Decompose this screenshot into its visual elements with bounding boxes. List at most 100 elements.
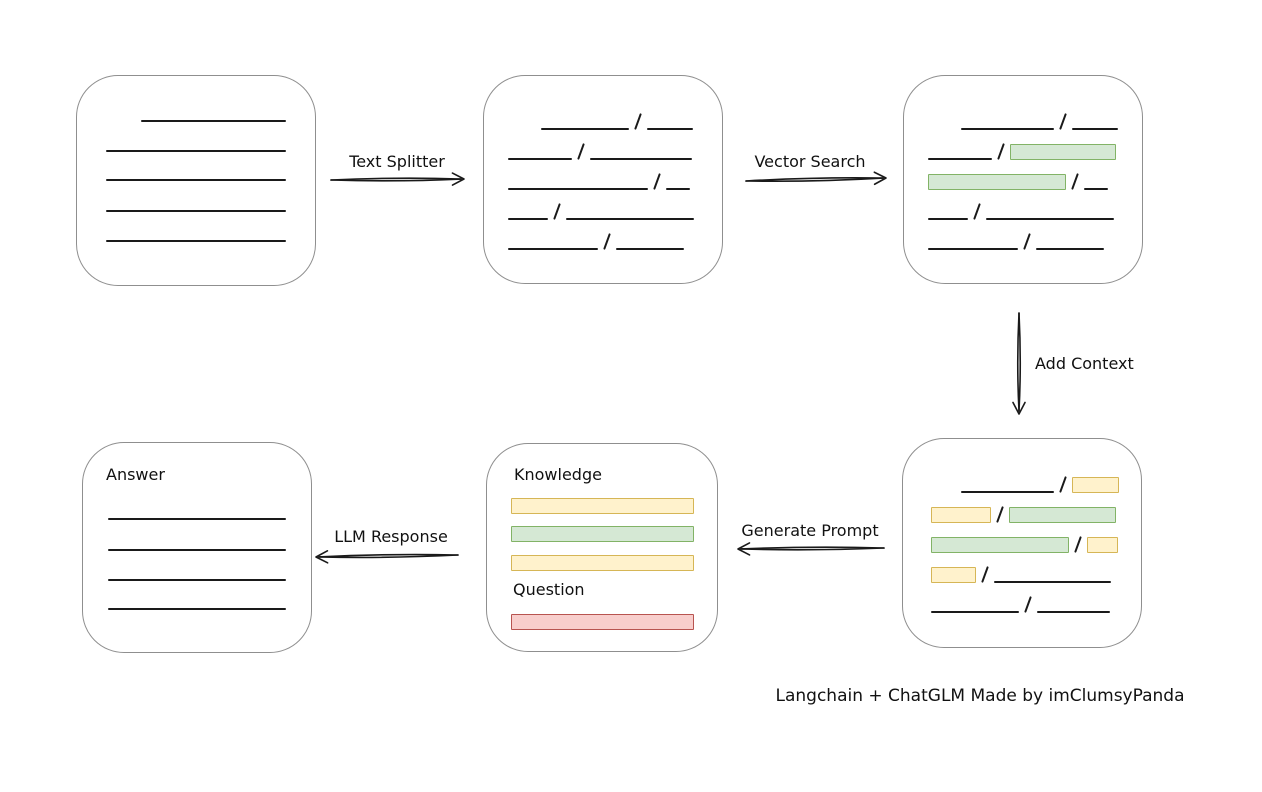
node-text-chunks [483,75,723,284]
chunk-row [928,190,1118,220]
slash-separator [1059,113,1067,130]
arrow-shaft [330,177,462,181]
chunk-line [928,248,1018,250]
chunk-highlight-yellow [931,507,991,523]
chunk-line [1036,248,1104,250]
chunk-row [931,553,1113,583]
text-line [108,608,286,610]
text-line [141,120,286,122]
arrow-add-context: Add Context [1012,312,1134,415]
yellow-bar [511,498,694,514]
answer-label: Answer [106,465,165,484]
chunk-highlight-yellow [1072,477,1119,493]
chunk-row [928,220,1118,250]
slash-separator [996,506,1004,523]
arrow-generate-prompt: Generate Prompt [737,521,885,556]
chunk-row [928,130,1118,160]
arrow-vector-search: Vector Search [745,152,887,186]
chunk-highlight-green [1010,144,1116,160]
text-line [108,549,286,551]
chunk-row [931,463,1119,493]
slash-separator [1071,173,1079,190]
chunk-line [541,128,629,130]
node-answer: Answer [82,442,312,653]
arrowhead-icon [737,542,751,556]
arrow-label-add-context: Add Context [1035,354,1134,373]
chunk-line [994,581,1111,583]
arrowhead-icon [1012,401,1026,415]
arrowhead-icon [315,550,329,564]
text-line [106,210,286,212]
chunk-line [1037,611,1110,613]
slash-separator [997,143,1005,160]
chunk-line [928,218,968,220]
slash-separator [577,143,585,160]
question-label: Question [513,580,585,599]
chunk-line [616,248,684,250]
chunk-row [508,220,698,250]
text-chunks-rows [484,76,722,250]
chunk-line [1072,128,1118,130]
slash-separator [973,203,981,220]
chunk-row [508,130,698,160]
chunk-line [566,218,694,220]
chunk-line [961,491,1054,493]
node-context-chunks [902,438,1142,648]
chunk-highlight-yellow [1087,537,1118,553]
chunk-line [928,158,992,160]
arrow-text-splitter: Text Splitter [330,152,465,186]
chunk-line [986,218,1114,220]
chunk-row [508,100,698,130]
chunk-highlight-yellow [931,567,976,583]
arrow-shaft [330,178,462,182]
slash-separator [603,233,611,250]
arrow-shaft [1016,312,1020,412]
slash-separator [653,173,661,190]
slash-separator [981,566,989,583]
node-matched-chunks [903,75,1143,284]
text-line [106,240,286,242]
caption: Langchain + ChatGLM Made by imClumsyPand… [775,686,1185,706]
text-line [108,579,286,581]
chunk-line [931,611,1019,613]
chunk-row [931,583,1113,613]
chunk-row [508,190,698,220]
chunk-line [590,158,692,160]
chunk-line [647,128,693,130]
chunk-highlight-green [1009,507,1116,523]
chunk-line [508,248,598,250]
arrow-shaft [740,547,885,551]
slash-separator [1059,476,1067,493]
matched-chunks-rows [904,76,1142,250]
slash-separator [1024,596,1032,613]
arrow-shaft [745,177,884,182]
red-bar [511,614,694,630]
arrow-llm-response: LLM Response [315,527,459,564]
arrowhead-icon [451,172,465,186]
chunk-row [928,100,1118,130]
knowledge-label: Knowledge [514,465,602,484]
chunk-row [928,160,1118,190]
green-bar [511,526,694,542]
chunk-row [508,160,698,190]
chunk-highlight-green [931,537,1069,553]
arrow-shaft [745,177,884,182]
arrow-shaft [318,554,459,559]
chunk-line [1084,188,1108,190]
arrow-label-vector-search: Vector Search [754,152,865,171]
chunk-line [508,188,648,190]
slash-separator [634,113,642,130]
context-chunks-rows [903,439,1141,613]
chunk-highlight-green [928,174,1066,190]
slash-separator [1023,233,1031,250]
text-line [106,150,286,152]
chunk-line [508,158,572,160]
arrow-label-llm-response: LLM Response [334,527,448,546]
text-line [106,179,286,181]
arrow-shaft [1018,312,1022,412]
arrow-shaft [318,553,459,558]
arrow-label-generate-prompt: Generate Prompt [741,521,878,540]
